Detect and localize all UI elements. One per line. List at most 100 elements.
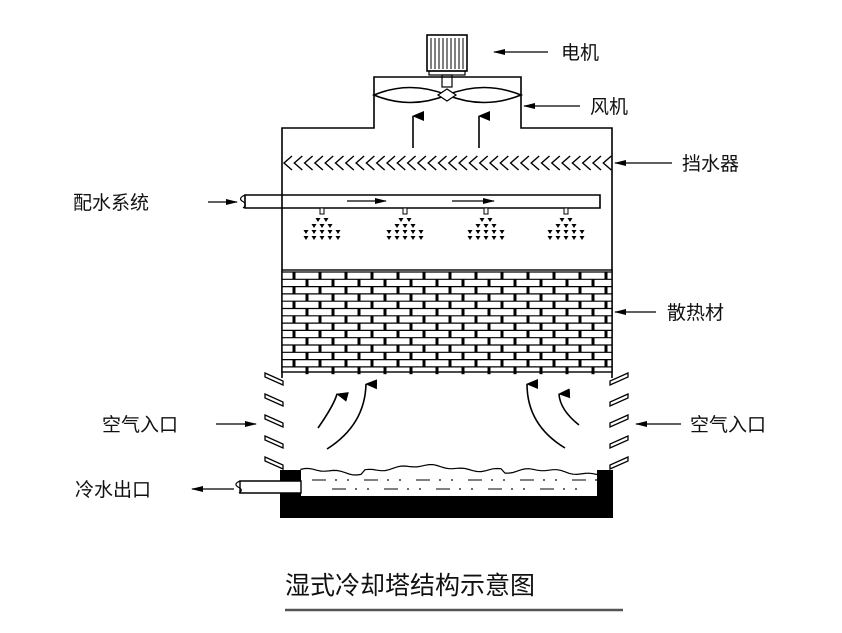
fill-joint bbox=[331, 293, 335, 302]
fill-joint bbox=[305, 366, 309, 375]
fill-joint bbox=[409, 323, 413, 331]
fill-joint bbox=[396, 330, 400, 338]
water-droplet bbox=[402, 236, 408, 240]
fill-joint bbox=[474, 345, 478, 353]
chevron bbox=[540, 155, 550, 171]
water-droplet bbox=[315, 218, 321, 222]
water-droplet bbox=[402, 230, 408, 234]
water-droplet bbox=[483, 236, 489, 240]
fill-joint bbox=[461, 337, 465, 345]
fill-joint bbox=[461, 293, 465, 302]
fill-joint bbox=[422, 272, 426, 280]
label-motor: 电机 bbox=[561, 42, 599, 64]
water-droplet bbox=[311, 236, 317, 240]
water-droplet bbox=[398, 218, 404, 222]
water-droplet bbox=[319, 230, 325, 234]
fill-joint bbox=[539, 308, 543, 316]
fill-joint bbox=[526, 315, 530, 324]
fill-joint bbox=[604, 301, 608, 309]
fill-joint bbox=[422, 345, 426, 353]
fill-joint bbox=[539, 293, 543, 302]
water-droplet bbox=[579, 236, 585, 240]
fill-joint bbox=[539, 352, 543, 360]
chevron bbox=[550, 155, 561, 171]
fill-joint bbox=[331, 323, 335, 331]
fill-joint bbox=[474, 272, 478, 280]
fill-joint bbox=[448, 359, 452, 367]
fill-joint bbox=[357, 308, 361, 316]
fill-joint bbox=[318, 330, 322, 338]
water-droplet bbox=[410, 230, 416, 234]
fill-joint bbox=[396, 345, 400, 353]
water-droplet bbox=[394, 230, 400, 234]
fill-joint bbox=[526, 301, 530, 309]
water-distribution-pipe bbox=[239, 194, 601, 209]
spray-nozzle bbox=[547, 207, 585, 240]
water-droplet bbox=[386, 236, 392, 240]
fill-joint bbox=[409, 366, 413, 375]
fill-joint bbox=[435, 293, 439, 302]
fill-joint bbox=[422, 286, 426, 294]
fill-joint bbox=[318, 272, 322, 280]
water-droplet bbox=[402, 224, 408, 228]
fill-joint bbox=[526, 345, 530, 353]
fill-joint bbox=[513, 352, 517, 360]
fill-joint bbox=[318, 301, 322, 309]
fill-joint bbox=[500, 359, 504, 367]
fill-joint bbox=[370, 301, 374, 309]
fill-joint bbox=[396, 272, 400, 280]
fill-joint bbox=[565, 337, 569, 345]
fill-joint bbox=[292, 330, 296, 338]
fill-joint bbox=[448, 286, 452, 294]
chevron bbox=[437, 155, 447, 171]
label-air-inlet-right: 空气入口 bbox=[690, 414, 766, 436]
fill-joint bbox=[487, 293, 491, 302]
water-droplet bbox=[487, 218, 493, 222]
label-cold-water-outlet: 冷水出口 bbox=[75, 479, 151, 501]
fill-joint bbox=[539, 366, 543, 375]
water-dot bbox=[387, 479, 389, 481]
chevron bbox=[375, 155, 386, 171]
water-droplet bbox=[491, 230, 497, 234]
water-droplet bbox=[479, 218, 485, 222]
chevron bbox=[293, 155, 303, 171]
water-surface bbox=[300, 464, 598, 476]
spray-nozzle bbox=[303, 207, 341, 240]
water-dot bbox=[367, 488, 369, 490]
chevron bbox=[447, 155, 458, 171]
fill-joint bbox=[578, 330, 582, 338]
fill-joint bbox=[435, 323, 439, 331]
fill-joint bbox=[487, 352, 491, 360]
chevron bbox=[355, 155, 365, 171]
fill-joint bbox=[487, 366, 491, 375]
water-droplet bbox=[547, 230, 553, 234]
water-droplet bbox=[406, 218, 412, 222]
water-dot bbox=[523, 488, 525, 490]
fill-joint bbox=[487, 279, 491, 287]
label-fan: 风机 bbox=[590, 96, 628, 118]
fill-joint bbox=[461, 279, 465, 287]
water-droplet bbox=[555, 236, 561, 240]
water-dot bbox=[555, 479, 557, 481]
chevron bbox=[571, 155, 581, 171]
water-droplet bbox=[475, 224, 481, 228]
fill-joint bbox=[513, 279, 517, 287]
fill-joint bbox=[487, 308, 491, 316]
fill-joint bbox=[513, 323, 517, 331]
fill-joint bbox=[565, 366, 569, 375]
water-droplet bbox=[311, 224, 317, 228]
fill-joint bbox=[396, 286, 400, 294]
fill-joint bbox=[422, 359, 426, 367]
fill-joint bbox=[474, 286, 478, 294]
fill-joint bbox=[565, 352, 569, 360]
fill-joint bbox=[305, 337, 309, 345]
fill-joint bbox=[370, 286, 374, 294]
louver-blade bbox=[609, 371, 629, 387]
chevron bbox=[499, 155, 509, 171]
spray-nozzles bbox=[303, 207, 585, 240]
fill-joint bbox=[539, 279, 543, 287]
fill-joint bbox=[604, 345, 608, 353]
water-droplet bbox=[499, 230, 505, 234]
fill-joint bbox=[604, 315, 608, 324]
